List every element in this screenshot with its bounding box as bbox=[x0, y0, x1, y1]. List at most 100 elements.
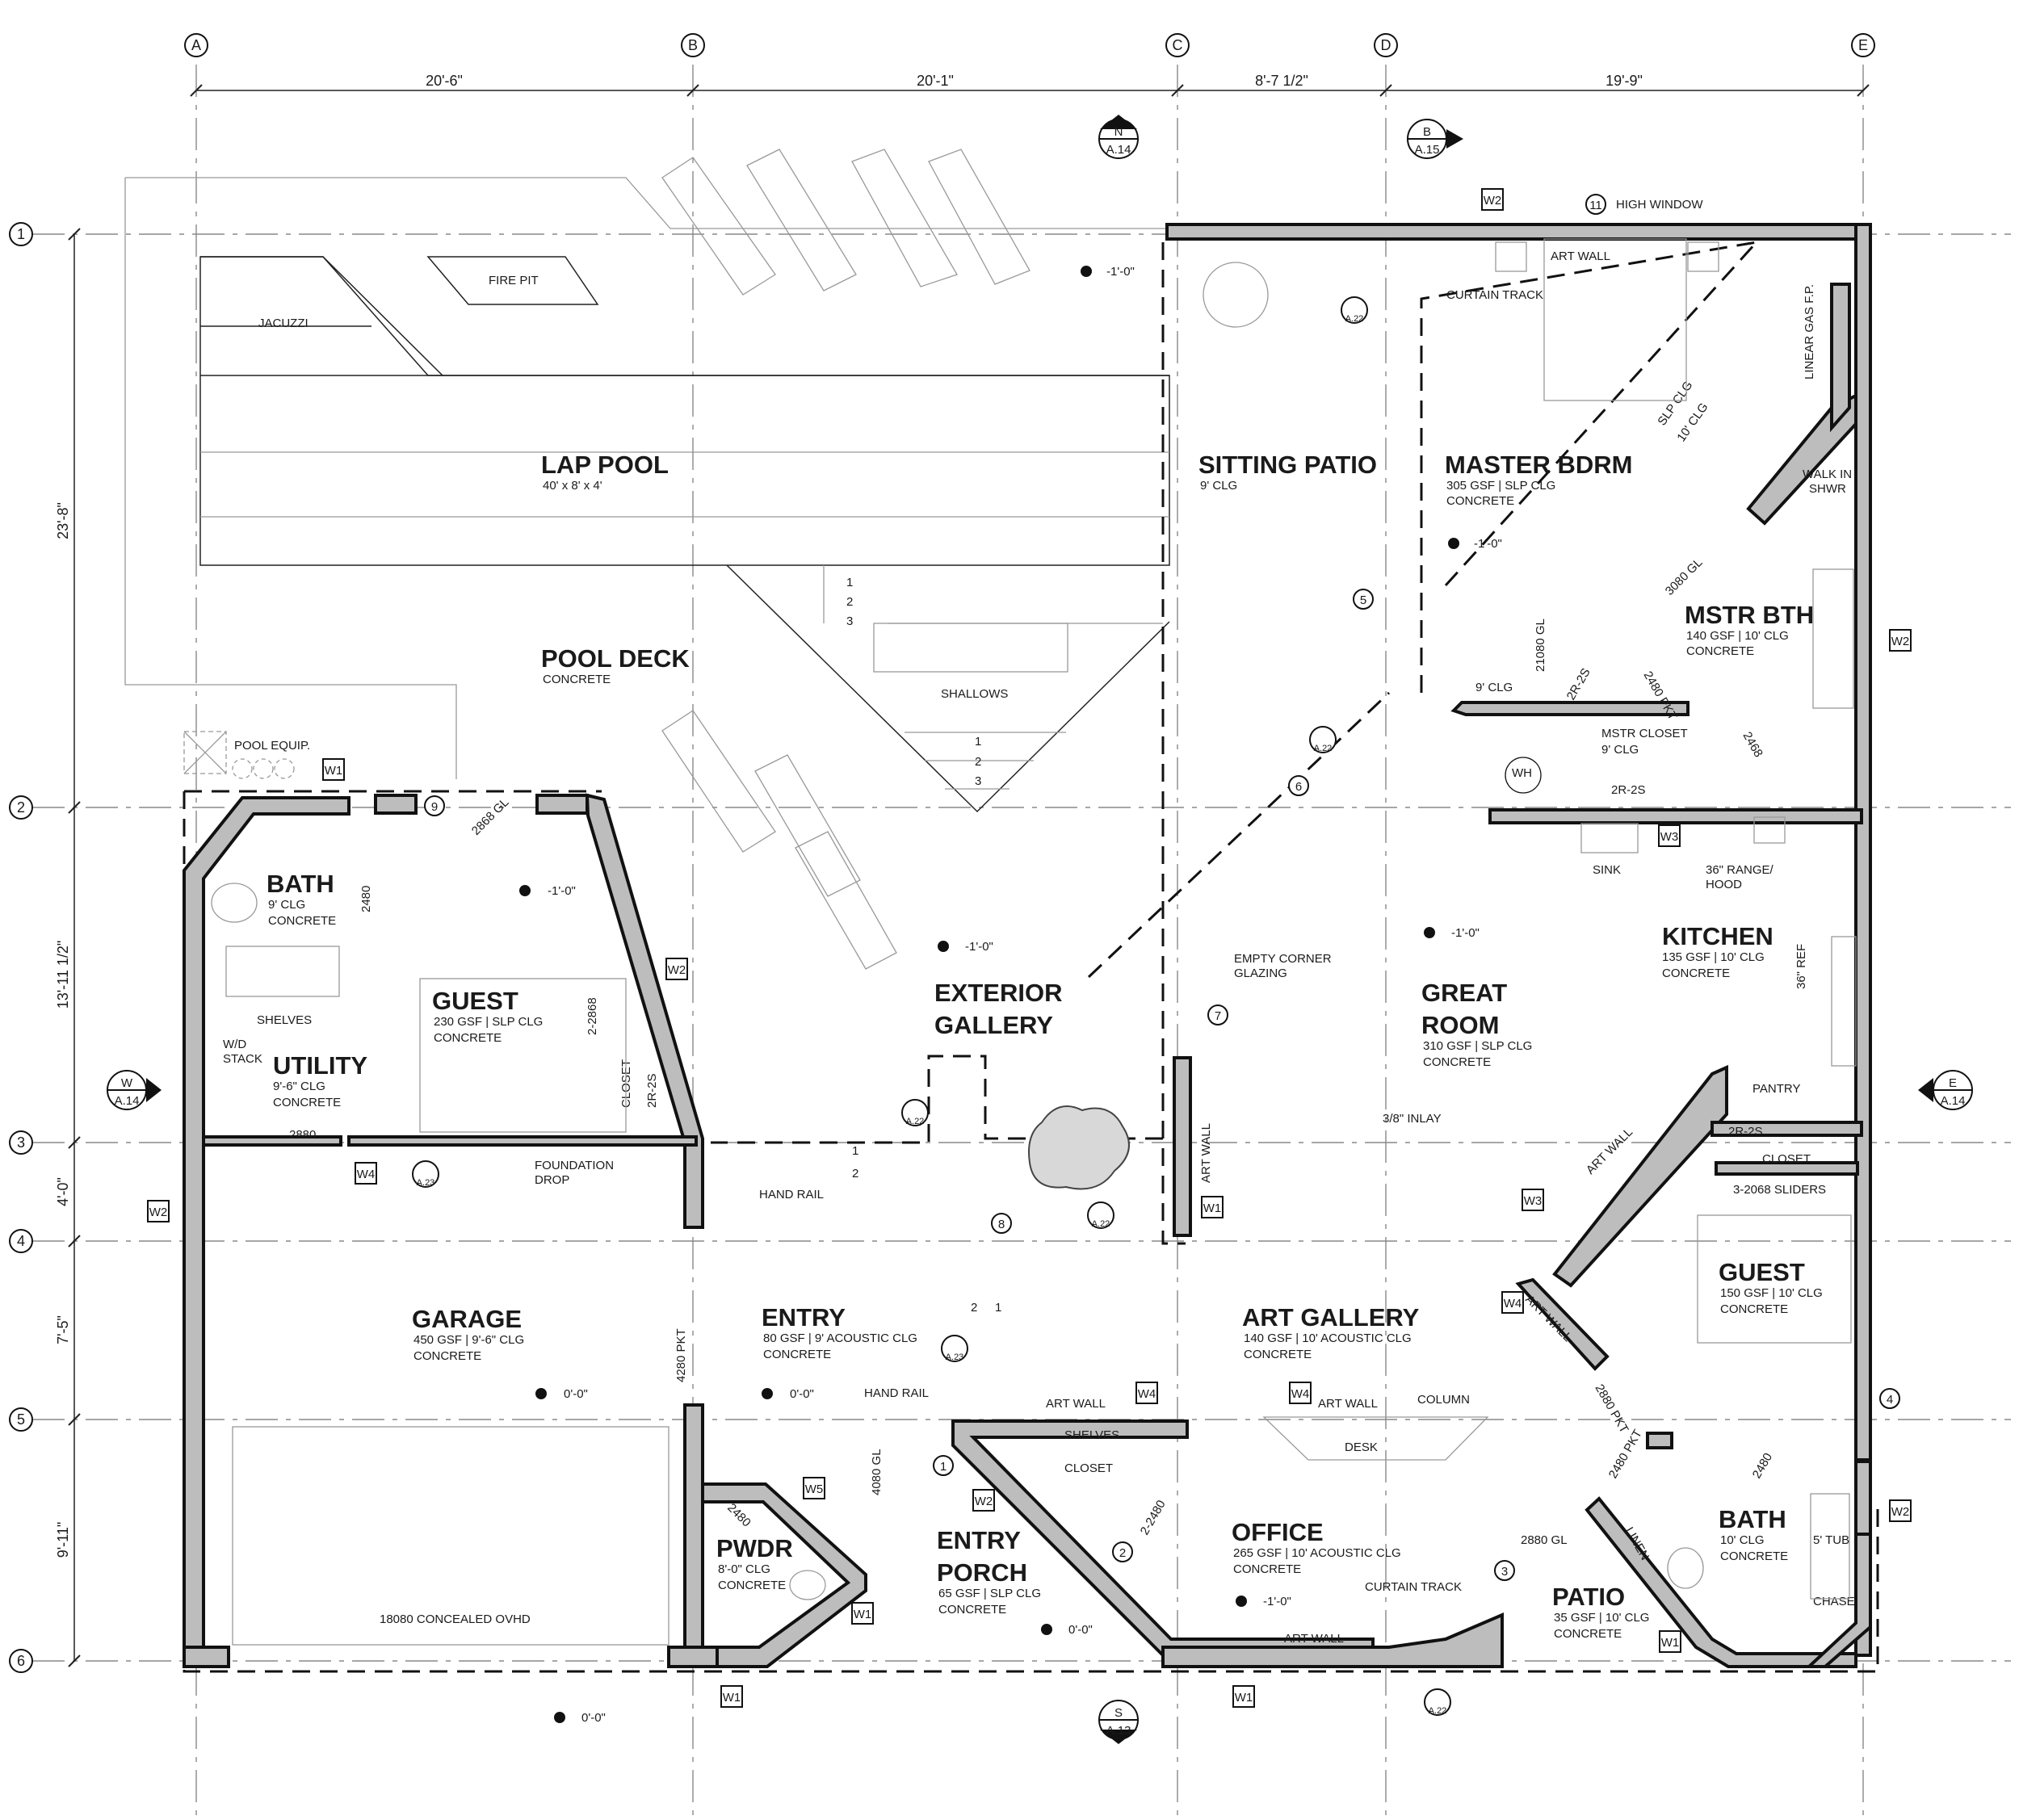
svg-text:EXTERIOR: EXTERIOR bbox=[934, 979, 1062, 1007]
svg-text:ENTRY: ENTRY bbox=[762, 1303, 846, 1331]
svg-text:3080 GL: 3080 GL bbox=[1663, 556, 1706, 598]
svg-text:-1'-0": -1'-0" bbox=[965, 940, 993, 954]
room-garage: GARAGE 450 GSF | 9'-6" CLG CONCRETE bbox=[412, 1305, 524, 1363]
svg-text:SHALLOWS: SHALLOWS bbox=[941, 687, 1008, 701]
svg-text:W4: W4 bbox=[1504, 1297, 1522, 1310]
svg-text:65 GSF | SLP CLG: 65 GSF | SLP CLG bbox=[938, 1587, 1041, 1600]
svg-text:W4: W4 bbox=[357, 1168, 376, 1181]
svg-text:9' CLG: 9' CLG bbox=[1200, 479, 1237, 493]
svg-text:JACUZZI: JACUZZI bbox=[258, 317, 309, 330]
svg-text:3-2068 SLIDERS: 3-2068 SLIDERS bbox=[1733, 1183, 1826, 1197]
svg-text:W3: W3 bbox=[1524, 1194, 1543, 1208]
svg-text:DESK: DESK bbox=[1345, 1440, 1378, 1454]
svg-text:E: E bbox=[1858, 37, 1868, 53]
svg-text:2: 2 bbox=[971, 1301, 977, 1315]
grid-bubble-2: 2 bbox=[9, 795, 33, 820]
svg-text:21080 GL: 21080 GL bbox=[1534, 619, 1547, 672]
grid-bubble-c: C bbox=[1165, 33, 1190, 57]
dim-2-3: 13'-11 1/2" bbox=[55, 941, 71, 1009]
elevation-markers: -1'-0" -1'-0" -1'-0" -1'-0" -1'-0" 0'-0"… bbox=[519, 265, 1502, 1725]
svg-text:S: S bbox=[1114, 1706, 1123, 1720]
svg-text:1: 1 bbox=[852, 1144, 858, 1158]
svg-text:0'-0": 0'-0" bbox=[581, 1711, 606, 1725]
svg-text:CONCRETE: CONCRETE bbox=[1720, 1302, 1788, 1316]
svg-text:SHELVES: SHELVES bbox=[257, 1013, 312, 1027]
svg-text:2R-2S: 2R-2S bbox=[1564, 666, 1593, 702]
svg-text:GLAZING: GLAZING bbox=[1234, 967, 1287, 980]
svg-text:HAND RAIL: HAND RAIL bbox=[759, 1188, 824, 1201]
svg-text:2R-2S: 2R-2S bbox=[1611, 783, 1646, 797]
svg-text:CURTAIN TRACK: CURTAIN TRACK bbox=[1365, 1580, 1462, 1594]
svg-text:0'-0": 0'-0" bbox=[1068, 1623, 1093, 1637]
svg-text:CURTAIN TRACK: CURTAIN TRACK bbox=[1446, 288, 1543, 302]
svg-text:CONCRETE: CONCRETE bbox=[273, 1096, 341, 1109]
svg-text:140 GSF | 10' CLG: 140 GSF | 10' CLG bbox=[1686, 629, 1789, 643]
svg-text:MASTER BDRM: MASTER BDRM bbox=[1445, 451, 1633, 479]
svg-text:2: 2 bbox=[846, 595, 853, 609]
svg-text:2480: 2480 bbox=[359, 886, 373, 912]
svg-text:3: 3 bbox=[1501, 1565, 1508, 1579]
grid-bubble-6: 6 bbox=[9, 1649, 33, 1673]
svg-text:2: 2 bbox=[852, 1167, 858, 1180]
svg-text:230 GSF | SLP CLG: 230 GSF | SLP CLG bbox=[434, 1015, 543, 1029]
room-sitting-patio: SITTING PATIO 9' CLG bbox=[1198, 451, 1377, 493]
svg-text:SITTING PATIO: SITTING PATIO bbox=[1198, 451, 1377, 479]
room-mstr-bth: MSTR BTH 140 GSF | 10' CLG CONCRETE bbox=[1685, 601, 1814, 658]
svg-text:A.14: A.14 bbox=[1106, 143, 1131, 157]
svg-text:CONCRETE: CONCRETE bbox=[1554, 1627, 1622, 1641]
dim-c-d: 8'-7 1/2" bbox=[1255, 73, 1308, 89]
svg-text:DROP: DROP bbox=[535, 1173, 569, 1187]
svg-text:2: 2 bbox=[17, 799, 25, 816]
svg-text:-1'-0": -1'-0" bbox=[1451, 926, 1480, 940]
svg-text:9'-6" CLG: 9'-6" CLG bbox=[273, 1080, 325, 1093]
section-marker-east: E A.14 bbox=[1918, 1070, 1973, 1110]
section-marker-b: B A.15 bbox=[1407, 119, 1463, 159]
svg-text:E: E bbox=[1949, 1076, 1957, 1090]
svg-text:ART WALL: ART WALL bbox=[1584, 1126, 1635, 1177]
dim-1-2: 23'-8" bbox=[55, 502, 71, 539]
svg-text:-1'-0": -1'-0" bbox=[1263, 1595, 1291, 1608]
svg-text:KITCHEN: KITCHEN bbox=[1662, 922, 1773, 950]
room-guest-1: GUEST 230 GSF | SLP CLG CONCRETE bbox=[432, 987, 543, 1045]
svg-text:CONCRETE: CONCRETE bbox=[1423, 1055, 1491, 1069]
svg-text:GUEST: GUEST bbox=[432, 987, 518, 1015]
svg-text:CONCRETE: CONCRETE bbox=[268, 914, 336, 928]
svg-text:WH: WH bbox=[1512, 766, 1532, 780]
svg-text:CLOSET: CLOSET bbox=[1064, 1461, 1113, 1475]
svg-text:A.22: A.22 bbox=[1092, 1219, 1110, 1229]
svg-text:FIRE PIT: FIRE PIT bbox=[489, 274, 539, 287]
pool-steps: 1 2 3 1 2 3 1 2 1 2 bbox=[846, 576, 1001, 1315]
grid-bubble-4: 4 bbox=[9, 1229, 33, 1253]
svg-text:BATH: BATH bbox=[267, 870, 334, 898]
room-master-bdrm: MASTER BDRM 305 GSF | SLP CLG CONCRETE bbox=[1445, 451, 1633, 508]
svg-text:36" REF: 36" REF bbox=[1794, 944, 1808, 989]
svg-text:450 GSF | 9'-6" CLG: 450 GSF | 9'-6" CLG bbox=[413, 1333, 524, 1347]
svg-text:8'-0" CLG: 8'-0" CLG bbox=[718, 1562, 770, 1576]
svg-text:CONCRETE: CONCRETE bbox=[1244, 1348, 1312, 1361]
svg-text:1: 1 bbox=[995, 1301, 1001, 1315]
grid-bubble-d: D bbox=[1374, 33, 1398, 57]
svg-text:CHASE: CHASE bbox=[1813, 1595, 1855, 1608]
svg-text:CONCRETE: CONCRETE bbox=[543, 673, 611, 686]
svg-text:CONCRETE: CONCRETE bbox=[434, 1031, 502, 1045]
svg-text:UTILITY: UTILITY bbox=[273, 1051, 367, 1080]
svg-text:265 GSF | 10' ACOUSTIC CLG: 265 GSF | 10' ACOUSTIC CLG bbox=[1233, 1546, 1401, 1560]
svg-text:A.22: A.22 bbox=[1345, 314, 1364, 324]
svg-text:2-2480: 2-2480 bbox=[1138, 1498, 1169, 1537]
dim-a-b: 20'-6" bbox=[426, 73, 463, 89]
svg-text:36" RANGE/: 36" RANGE/ bbox=[1706, 863, 1774, 877]
section-marker-west: W A.14 bbox=[107, 1070, 162, 1110]
svg-text:WALK IN: WALK IN bbox=[1803, 468, 1852, 481]
svg-text:HIGH WINDOW: HIGH WINDOW bbox=[1616, 198, 1703, 212]
svg-text:ART WALL: ART WALL bbox=[1284, 1632, 1344, 1646]
room-bath-1: BATH 9' CLG CONCRETE bbox=[267, 870, 336, 928]
svg-text:CONCRETE: CONCRETE bbox=[1720, 1550, 1788, 1563]
svg-text:80 GSF | 9' ACOUSTIC CLG: 80 GSF | 9' ACOUSTIC CLG bbox=[763, 1331, 917, 1345]
sculpture bbox=[1028, 1105, 1130, 1190]
svg-text:ART WALL: ART WALL bbox=[1046, 1397, 1106, 1411]
svg-text:1: 1 bbox=[940, 1460, 947, 1474]
dim-d-e: 19'-9" bbox=[1606, 73, 1643, 89]
grid-bubble-e: E bbox=[1851, 33, 1875, 57]
svg-text:40' x 8' x 4': 40' x 8' x 4' bbox=[543, 479, 602, 493]
